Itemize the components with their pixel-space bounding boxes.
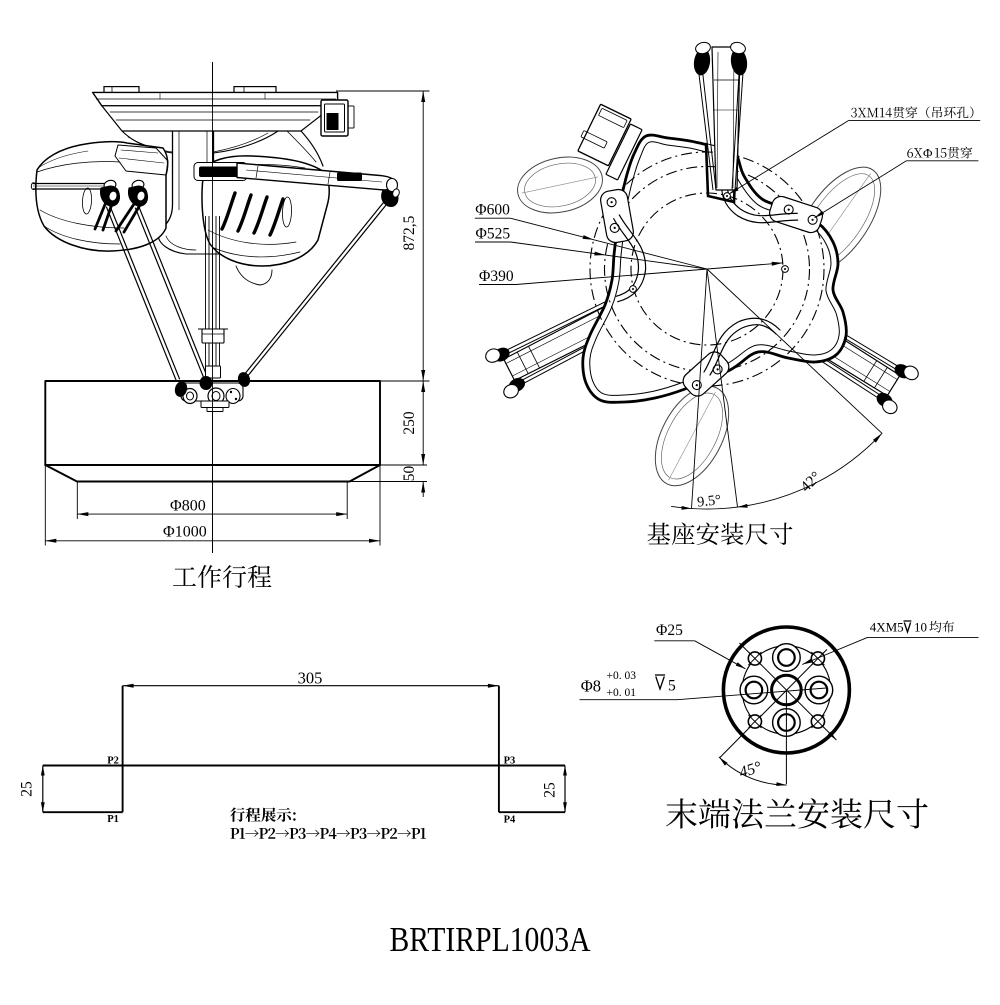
svg-text:Φ600: Φ600: [475, 202, 510, 219]
svg-text:872,5: 872,5: [401, 215, 418, 250]
svg-text:Φ390: Φ390: [479, 268, 514, 285]
svg-text:P3: P3: [504, 755, 516, 766]
svg-text:Φ8: Φ8: [581, 677, 601, 696]
svg-text:P2: P2: [107, 755, 119, 766]
svg-text:Φ800: Φ800: [170, 498, 206, 515]
svg-text:250: 250: [401, 411, 418, 435]
svg-text:Φ: Φ: [923, 146, 933, 161]
svg-text:Φ525: Φ525: [476, 226, 511, 243]
svg-text:45°: 45°: [737, 758, 764, 781]
svg-text:P1: P1: [107, 814, 119, 825]
svg-text:50: 50: [401, 466, 418, 482]
svg-text:+0. 03: +0. 03: [607, 670, 637, 682]
svg-text:Φ1000: Φ1000: [163, 524, 207, 541]
svg-text:10: 10: [914, 620, 927, 635]
svg-text:+0. 01: +0. 01: [607, 687, 637, 699]
svg-text:BRTIRPL1003A: BRTIRPL1003A: [390, 921, 591, 959]
svg-text:5: 5: [668, 678, 676, 695]
svg-text:25: 25: [542, 782, 559, 798]
svg-text:Φ25: Φ25: [656, 622, 683, 639]
svg-text:9.5°: 9.5°: [696, 492, 722, 510]
svg-text:305: 305: [298, 669, 323, 688]
svg-text:25: 25: [19, 781, 36, 797]
svg-text:P4: P4: [504, 814, 516, 825]
svg-text:4XM5: 4XM5: [870, 620, 904, 635]
